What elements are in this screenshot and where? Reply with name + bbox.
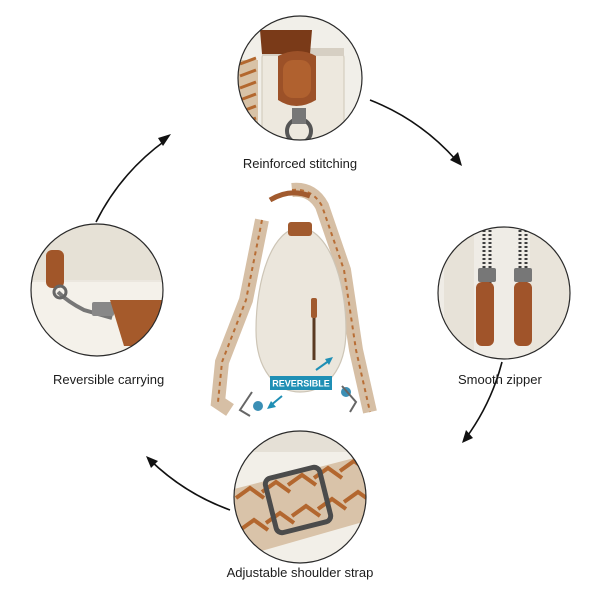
reversible-badge: REVERSIBLE — [267, 357, 333, 409]
cycle-arcs — [95, 99, 503, 511]
caption-reinforced-stitching: Reinforced stitching — [242, 156, 358, 171]
caption-adjustable-shoulder-strap: Adjustable shoulder strap — [226, 565, 374, 580]
arrowhead-icon — [462, 430, 473, 443]
detail-reversible-carrying — [30, 223, 164, 357]
detail-smooth-zipper — [437, 226, 571, 360]
badge-text: REVERSIBLE — [272, 379, 330, 389]
arrowhead-icon — [450, 152, 462, 166]
sling-bag-main — [210, 182, 377, 417]
arc-bottom-left — [149, 459, 231, 511]
arrowhead-icon — [158, 134, 171, 146]
arc-right-bottom — [465, 361, 503, 439]
cycle-arrowheads — [146, 134, 473, 468]
strap — [210, 218, 269, 416]
arc-left-top — [95, 139, 167, 223]
bag-body — [255, 227, 347, 393]
detail-adjustable-strap — [233, 430, 367, 564]
caption-reversible-carrying: Reversible carrying — [53, 372, 165, 387]
arrowhead-icon — [146, 456, 158, 468]
arc-top-right — [369, 99, 457, 161]
caption-smooth-zipper: Smooth zipper — [458, 372, 542, 387]
detail-reinforced-stitching — [237, 15, 363, 141]
